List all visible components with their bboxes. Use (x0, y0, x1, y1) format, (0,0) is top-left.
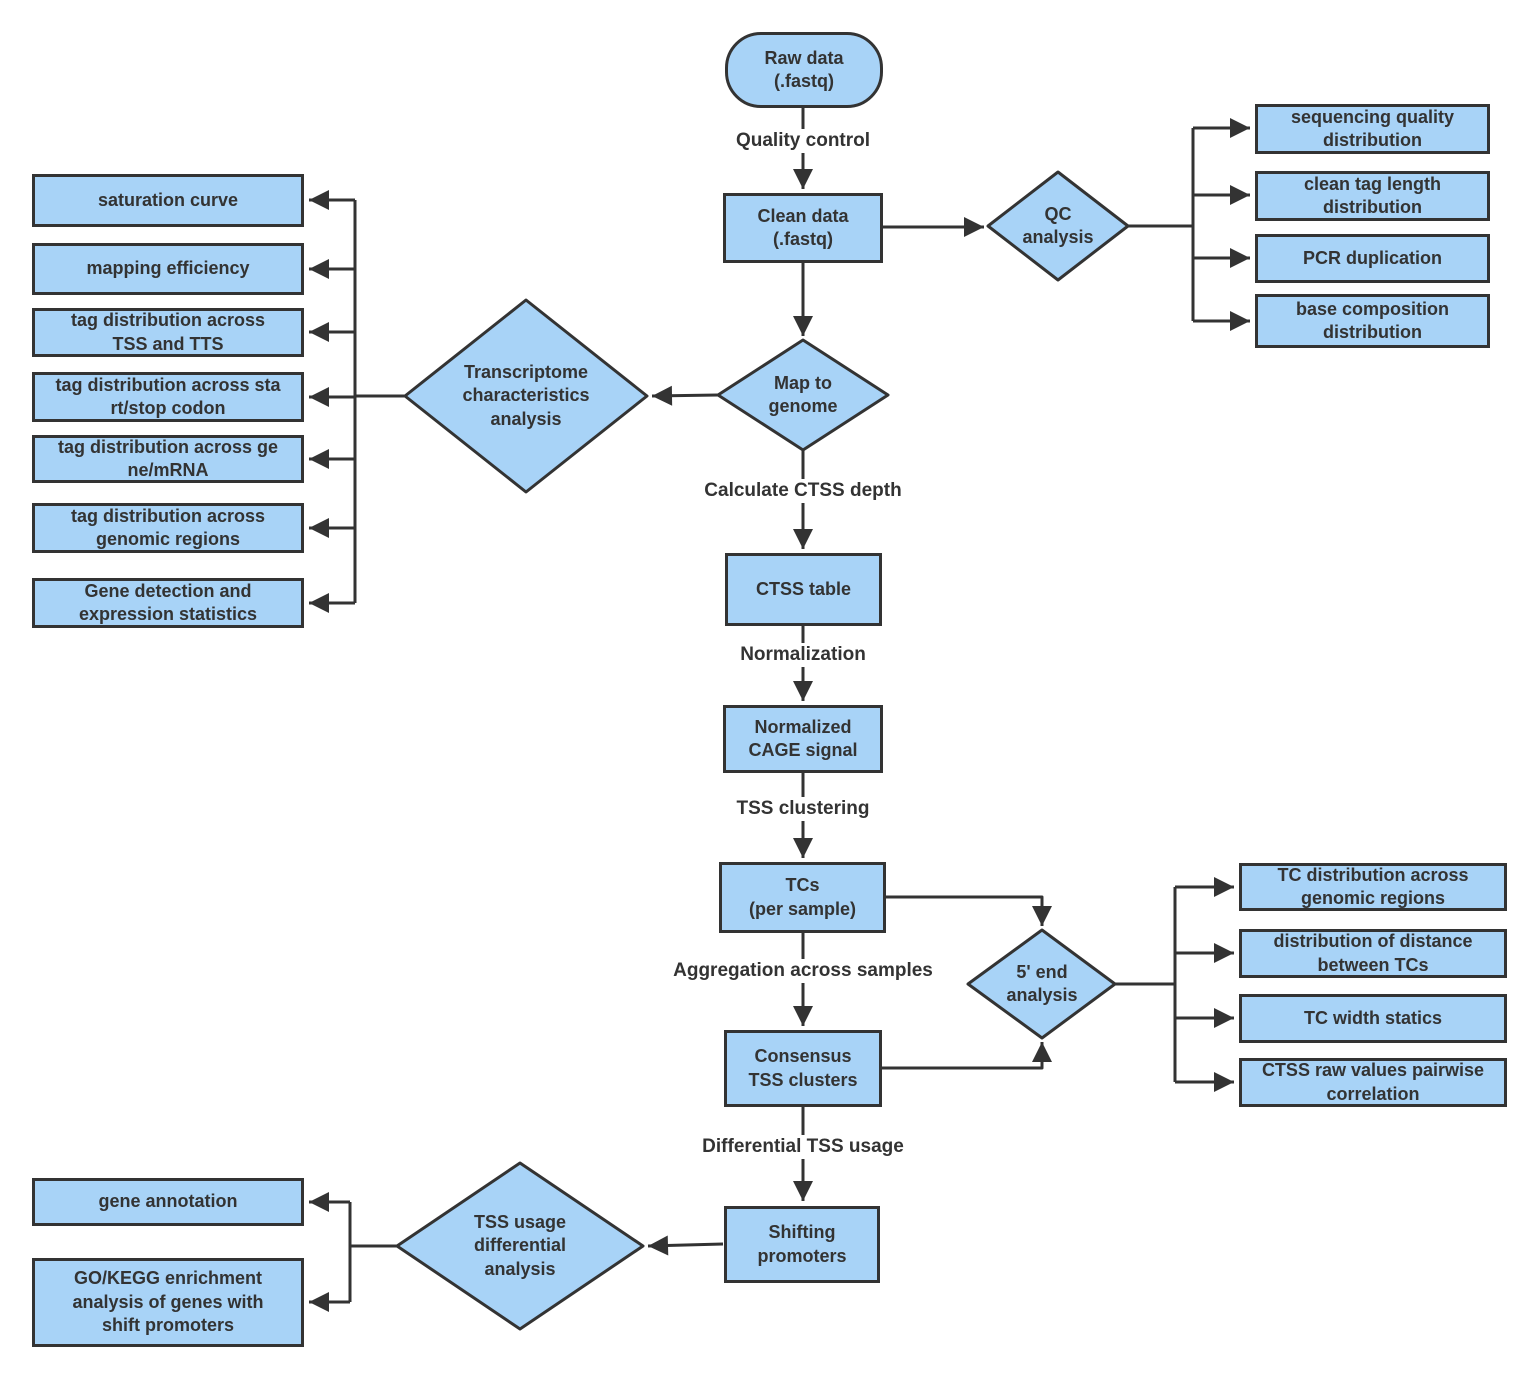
node-sequencing-quality-distribution: sequencing quality distribution (1255, 104, 1490, 154)
edge-label-calculate-ctss-depth: Calculate CTSS depth (697, 479, 909, 503)
node-gene-detection-expression-statistics: Gene detection and expression statistics (32, 578, 304, 628)
tss-usage-analysis-diamond-shape (395, 1161, 645, 1331)
edge-label-quality-control: Quality control (728, 129, 878, 153)
connectors (309, 108, 1250, 1312)
map-to-genome-diamond-shape (716, 338, 890, 452)
node-shifting-promoters: Shifting promoters (724, 1206, 880, 1283)
node-tag-distribution-gene-mrna: tag distribution across ge ne/mRNA (32, 435, 304, 483)
node-tag-distribution-genomic-regions: tag distribution across genomic regions (32, 503, 304, 553)
edge-label-tss-clustering: TSS clustering (729, 797, 877, 821)
node-consensus-tss-clusters: Consensus TSS clusters (724, 1030, 882, 1107)
node-tag-distribution-start-stop-codon: tag distribution across sta rt/stop codo… (32, 372, 304, 422)
node-base-composition-distribution: base composition distribution (1255, 294, 1490, 348)
node-ctss-table: CTSS table (725, 553, 882, 626)
qc-analysis-diamond-shape (986, 170, 1130, 282)
edge-label-normalization: Normalization (733, 643, 873, 667)
node-saturation-curve: saturation curve (32, 174, 304, 227)
node-mapping-efficiency: mapping efficiency (32, 243, 304, 295)
node-clean-data: Clean data (.fastq) (723, 193, 883, 263)
node-normalized-cage-signal: Normalized CAGE signal (723, 705, 883, 773)
edge-label-aggregation-across-samples: Aggregation across samples (666, 959, 940, 983)
node-tcs-per-sample: TCs (per sample) (719, 862, 886, 933)
node-raw-data: Raw data (.fastq) (725, 32, 883, 108)
node-distribution-distance-between-tcs: distribution of distance between TCs (1239, 929, 1507, 978)
edge-label-differential-tss-usage: Differential TSS usage (695, 1135, 911, 1159)
node-clean-tag-length-distribution: clean tag length distribution (1255, 171, 1490, 221)
node-pcr-duplication: PCR duplication (1255, 234, 1490, 283)
transcriptome-analysis-diamond-shape (403, 298, 649, 494)
decision-shapes (395, 170, 1130, 1331)
node-ctss-raw-values-pairwise-correlation: CTSS raw values pairwise correlation (1239, 1058, 1507, 1107)
node-go-kegg-enrichment: GO/KEGG enrichment analysis of genes wit… (32, 1258, 304, 1347)
node-tc-width-statics: TC width statics (1239, 994, 1507, 1043)
node-tag-distribution-tss-tts: tag distribution across TSS and TTS (32, 308, 304, 357)
five-prime-analysis-diamond-shape (966, 928, 1117, 1040)
node-gene-annotation: gene annotation (32, 1178, 304, 1226)
node-tc-distribution-genomic-regions: TC distribution across genomic regions (1239, 863, 1507, 911)
